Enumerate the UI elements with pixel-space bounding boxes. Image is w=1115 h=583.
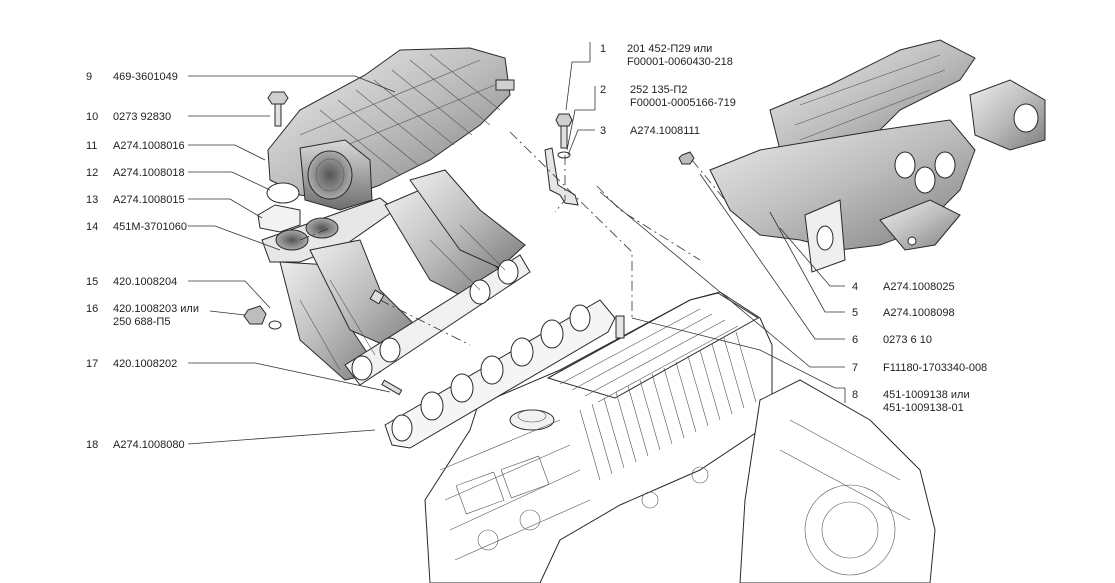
bracket: [544, 147, 579, 206]
callout-11-num: 11: [86, 140, 97, 152]
callout-14-code: 451М-3701060: [113, 221, 187, 233]
callout-2-code-1: 252 135-П2: [630, 84, 687, 96]
callout-2-code-2: F00001-0005166-719: [630, 97, 736, 109]
callout-11-code: A274.1008016: [113, 140, 185, 152]
callout-3-code: A274.1008111: [630, 125, 700, 137]
callout-4-code: A274.1008025: [883, 281, 955, 293]
callout-1-num: 1: [600, 43, 606, 55]
callout-18-num: 18: [86, 439, 98, 451]
callout-5-code: A274.1008098: [883, 307, 955, 319]
callout-6-code: 0273 6 10: [883, 334, 932, 346]
leader-lines: [187, 42, 846, 445]
throttle-body: [299, 139, 373, 211]
callout-17-code: 420.1008202: [113, 358, 177, 370]
receiver-bolt: [267, 91, 289, 127]
callout-12-code: A274.1008018: [113, 167, 185, 179]
callout-13-code: A274.1008015: [113, 194, 185, 206]
bracket-washer: [557, 151, 571, 159]
callout-1-code-2: F00001-0060430-218: [627, 56, 733, 68]
bracket-bolt: [555, 113, 573, 149]
callout-10-code: 0273 92830: [113, 111, 171, 123]
callout-1-code-1: 201 452-П29 или: [627, 43, 712, 55]
callout-16-code-2: 250 688-П5: [113, 316, 170, 328]
assembly-lines: [299, 131, 726, 346]
callout-13-num: 13: [86, 194, 98, 206]
callout-16-code-1: 420.1008203 или: [113, 303, 199, 315]
engine-block: [424, 291, 936, 583]
intake-manifold: [261, 169, 531, 386]
callout-6-num: 6: [852, 334, 858, 346]
exhaust-stud: [678, 151, 695, 165]
callout-8-code-2: 451-1009138-01: [883, 402, 964, 414]
callout-9-num: 9: [86, 71, 92, 83]
manifold-nut: [243, 305, 282, 330]
callout-5-num: 5: [852, 307, 858, 319]
throttle-flange-gasket: [257, 204, 301, 233]
callout-15-num: 15: [86, 276, 98, 288]
manifold-stud: [369, 289, 403, 396]
callout-8-code-1: 451-1009138 или: [883, 389, 970, 401]
callout-labels: 9 469-3601049 10 0273 92830 11 A274.1008…: [86, 43, 987, 451]
callout-7-num: 7: [852, 362, 858, 374]
exhaust-manifold-gasket: [384, 299, 616, 449]
callout-7-code: F11180-1703340-008: [883, 362, 987, 374]
callout-12-num: 12: [86, 167, 98, 179]
callout-8-num: 8: [852, 389, 858, 401]
callout-18-code: A274.1008080: [113, 439, 185, 451]
callout-17-num: 17: [86, 358, 98, 370]
callout-3-num: 3: [600, 125, 606, 137]
throttle-gasket-ring: [266, 182, 300, 204]
callout-2-num: 2: [600, 84, 606, 96]
callout-9-code: 469-3601049: [113, 71, 178, 83]
callout-15-code: 420.1008204: [113, 276, 177, 288]
exhaust-manifold: [709, 79, 1046, 273]
callout-10-num: 10: [86, 111, 98, 123]
callout-14-num: 14: [86, 221, 98, 233]
callout-4-num: 4: [852, 281, 858, 293]
callout-16-num: 16: [86, 303, 98, 315]
